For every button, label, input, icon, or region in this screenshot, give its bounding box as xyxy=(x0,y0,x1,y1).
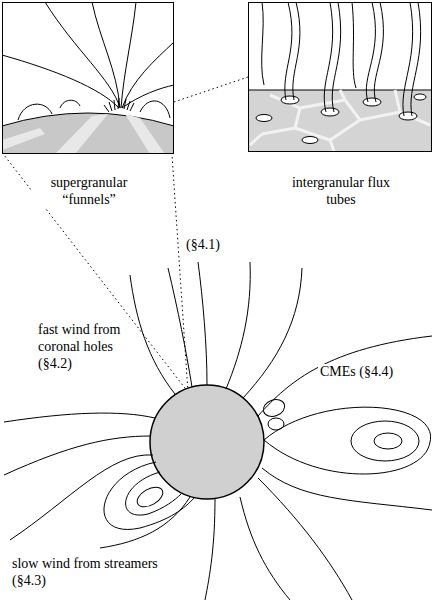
section-label: slow wind from streamers (§4.3) xyxy=(10,556,182,590)
section-label: fast wind from coronal holes (§4.2) xyxy=(36,322,124,372)
inset-caption: supergranular “funnels” xyxy=(31,175,147,209)
inset-caption: intergranular flux tubes xyxy=(287,175,395,209)
flux-tube-inset xyxy=(249,3,431,151)
inset-box: supergranular “funnels” xyxy=(2,2,174,154)
funnel-inset xyxy=(3,3,173,153)
section-label: (§4.1) xyxy=(184,237,222,254)
zoom-connector xyxy=(174,77,248,102)
field-lines xyxy=(4,262,432,600)
section-label: CMEs (§4.4) xyxy=(318,364,395,381)
sun-disk xyxy=(150,385,264,499)
inset-box: intergranular flux tubes xyxy=(248,2,432,152)
